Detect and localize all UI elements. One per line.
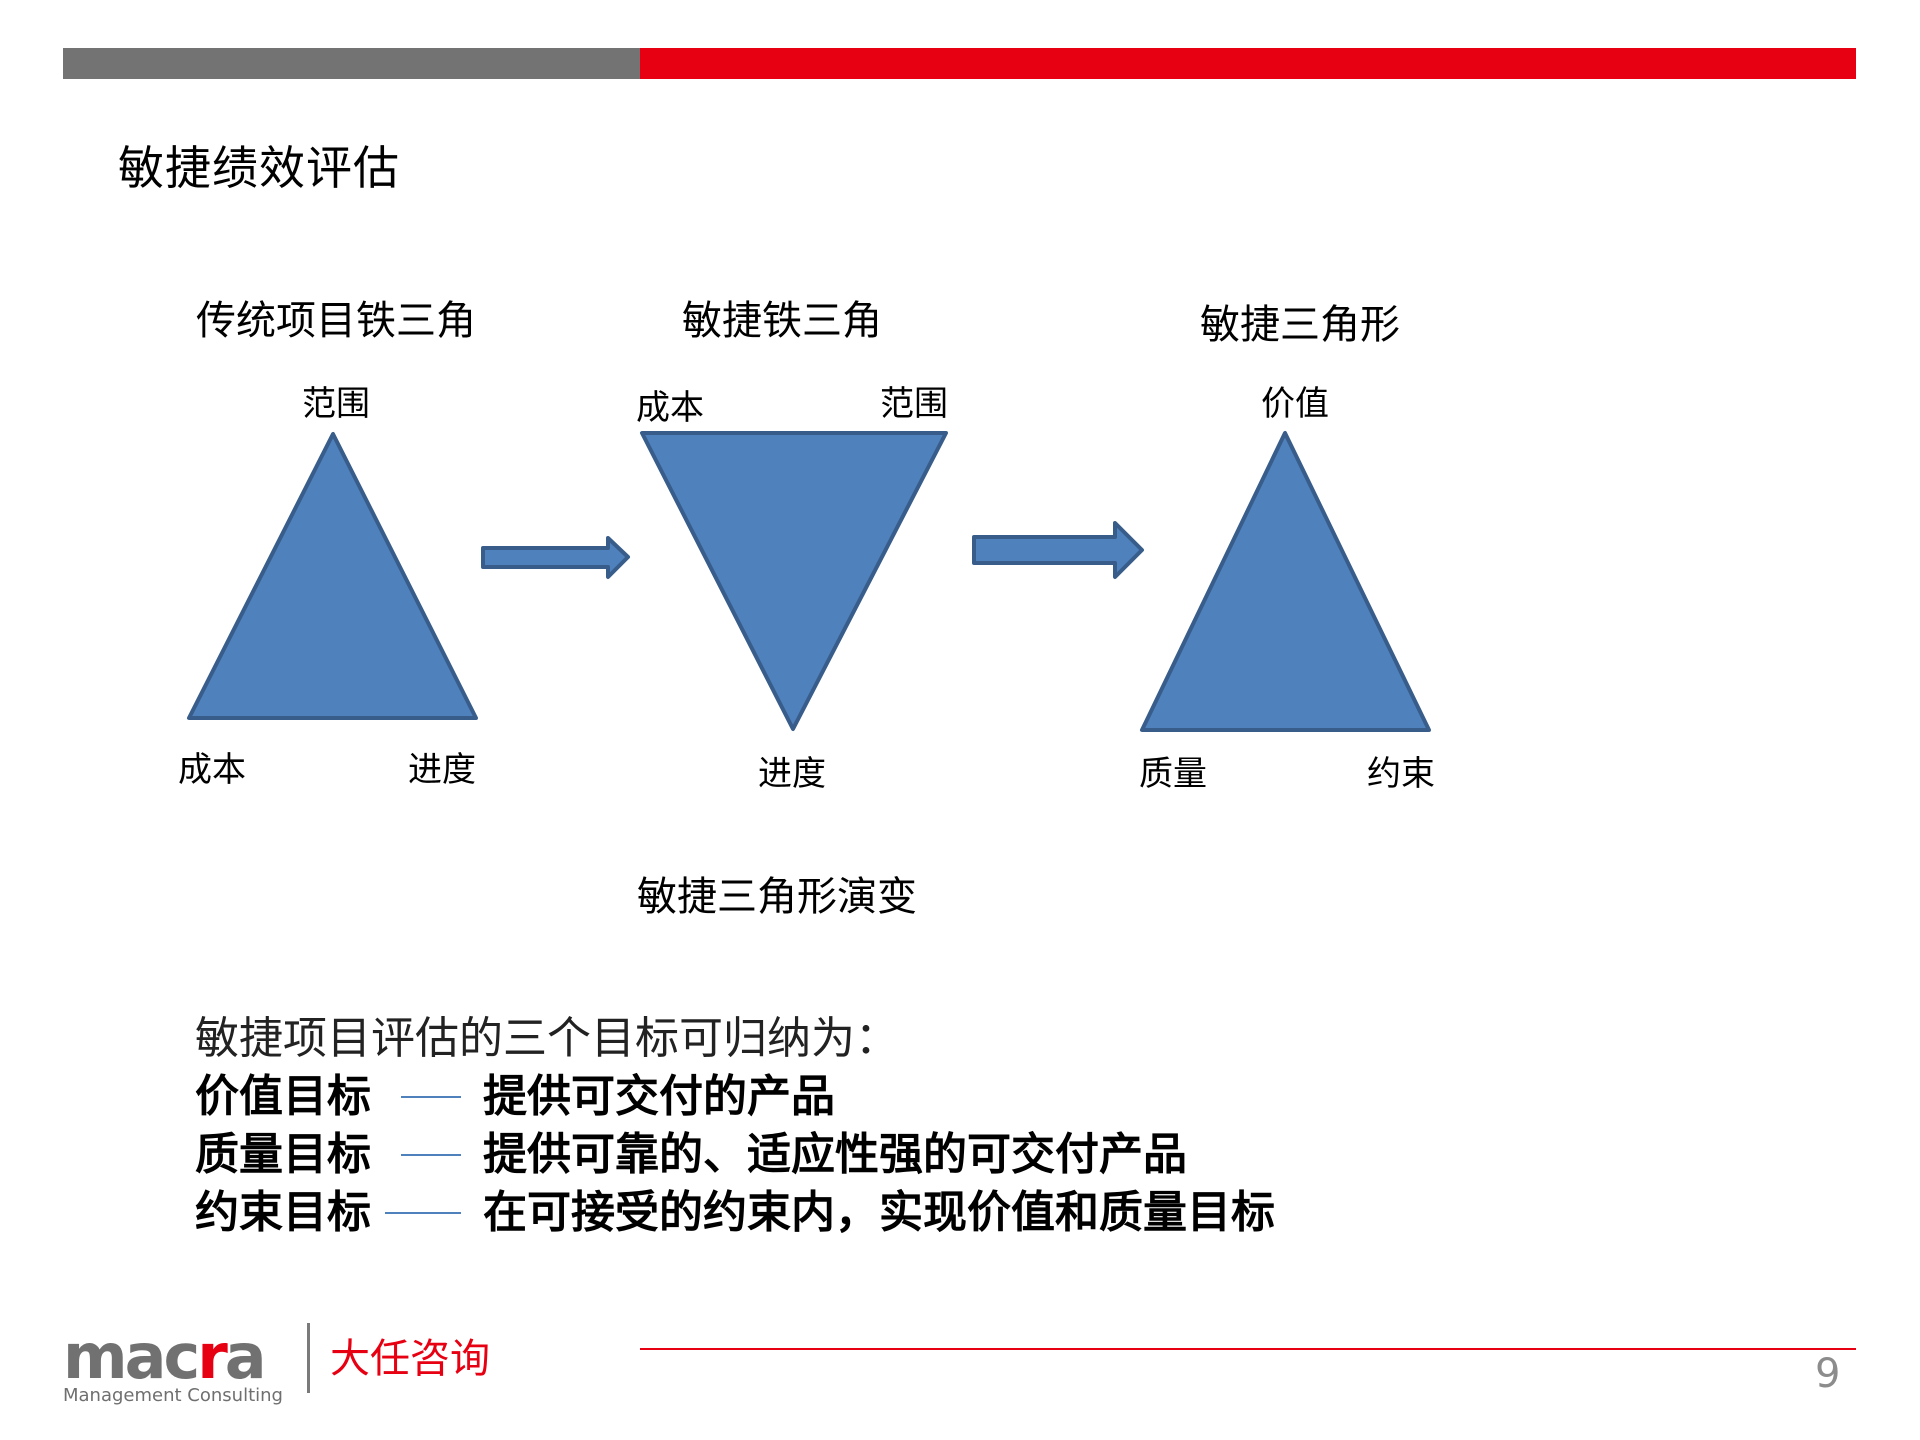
header-bar-red: [640, 48, 1856, 79]
company-name-cn: 大任咨询: [330, 1336, 490, 1382]
logo-subtitle: Management Consulting: [63, 1385, 283, 1406]
right-arrow-icon: [481, 536, 630, 579]
dash-line-icon: [401, 1154, 461, 1156]
goals-intro: 敏捷项目评估的三个目标可归纳为：: [195, 1013, 899, 1064]
agile-iron-triangle-shape: [640, 431, 948, 731]
goal-item-quality: 质量目标 提供可靠的、适应性强的可交付产品: [195, 1126, 1275, 1184]
goal-name: 约束目标: [195, 1187, 371, 1238]
vertex-label-cost: 成本: [636, 388, 704, 428]
traditional-triangle-shape: [187, 432, 478, 720]
vertex-label-value: 价值: [1261, 384, 1329, 424]
goal-item-constraint: 约束目标 在可接受的约束内，实现价值和质量目标: [195, 1184, 1275, 1242]
dash-line-icon: [385, 1212, 461, 1214]
agile-iron-triangle-title: 敏捷铁三角: [682, 298, 882, 344]
vertex-label-constraint: 约束: [1367, 754, 1435, 794]
logo-wordmark: macra: [63, 1320, 267, 1393]
agile-triangle-shape: [1140, 431, 1431, 732]
goal-name: 质量目标: [195, 1129, 371, 1180]
vertex-label-cost: 成本: [178, 750, 246, 790]
traditional-triangle-title: 传统项目铁三角: [196, 298, 476, 344]
vertex-label-schedule: 进度: [758, 754, 826, 794]
goal-name: 价值目标: [195, 1071, 371, 1122]
company-logo: macra Management Consulting: [63, 1320, 283, 1406]
header-bar-gray: [63, 48, 640, 79]
agile-triangle-title: 敏捷三角形: [1200, 302, 1400, 348]
vertex-label-scope: 范围: [880, 384, 948, 424]
right-arrow-icon: [972, 521, 1144, 579]
logo-divider: [307, 1323, 310, 1393]
vertex-label-scope: 范围: [302, 384, 370, 424]
footer-line: [640, 1348, 1856, 1350]
goal-description: 提供可靠的、适应性强的可交付产品: [483, 1129, 1187, 1180]
slide-title: 敏捷绩效评估: [118, 141, 400, 195]
dash-line-icon: [401, 1096, 461, 1098]
vertex-label-schedule: 进度: [408, 750, 476, 790]
page-number: 9: [1815, 1351, 1841, 1397]
goal-description: 提供可交付的产品: [483, 1071, 835, 1122]
goals-block: 敏捷项目评估的三个目标可归纳为： 价值目标 提供可交付的产品 质量目标 提供可靠…: [195, 1010, 1275, 1242]
goal-description: 在可接受的约束内，实现价值和质量目标: [483, 1187, 1275, 1238]
diagram-caption: 敏捷三角形演变: [637, 874, 917, 920]
goal-item-value: 价值目标 提供可交付的产品: [195, 1068, 1275, 1126]
vertex-label-quality: 质量: [1139, 754, 1207, 794]
